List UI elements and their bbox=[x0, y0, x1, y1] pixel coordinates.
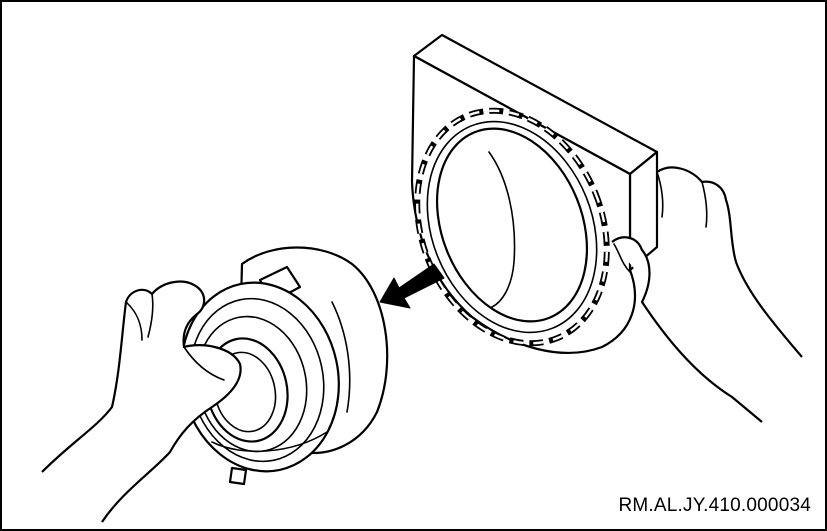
left-hand bbox=[41, 280, 242, 523]
removal-direction-arrow-icon bbox=[379, 263, 445, 309]
reference-code: RM.AL.JY.410.000034 bbox=[618, 495, 811, 516]
center-bearing bbox=[180, 246, 389, 486]
right-hand bbox=[611, 166, 803, 423]
support-bracket bbox=[410, 33, 659, 354]
